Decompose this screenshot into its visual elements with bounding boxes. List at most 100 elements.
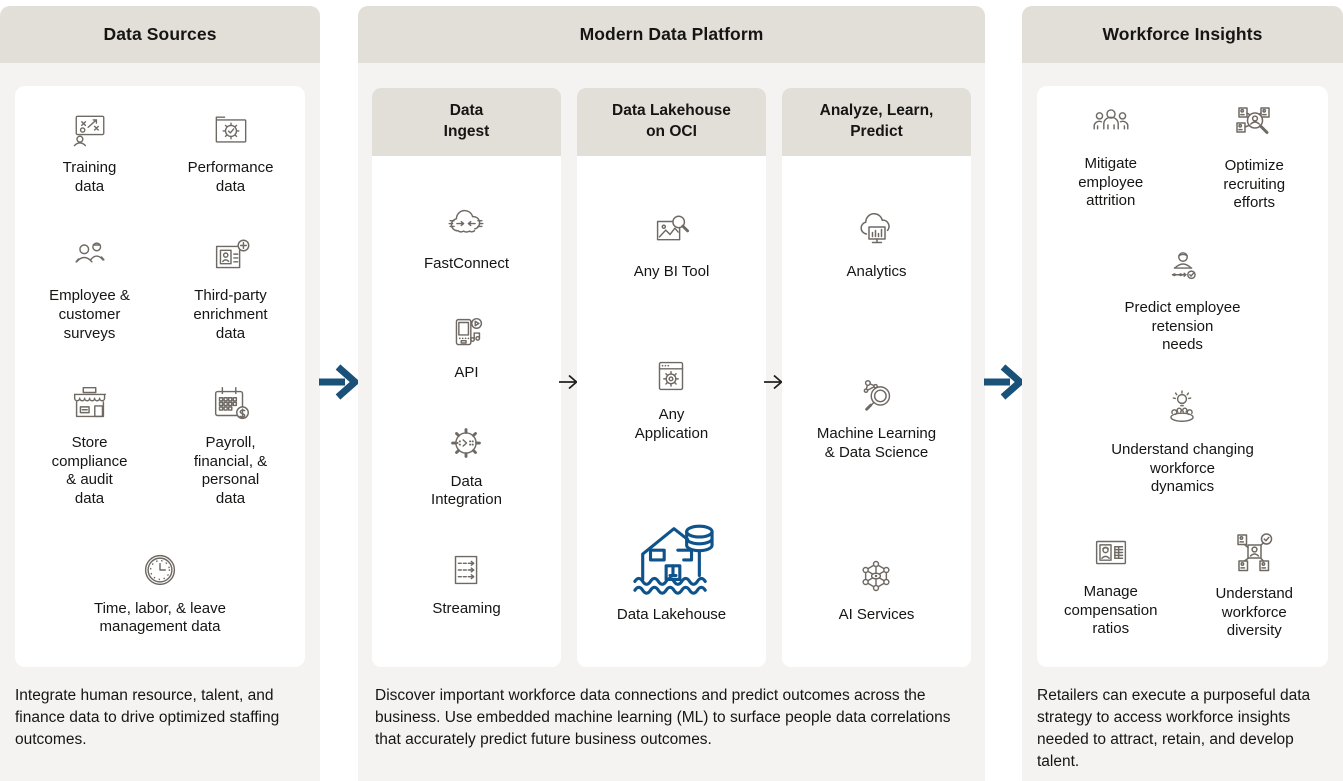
item-label: Understand changing workforce dynamics — [1111, 441, 1254, 496]
data-lakehouse-body: Any BI Tool Any Application — [577, 156, 766, 667]
data-ingest-subcolumn: Data Ingest FastConnect — [372, 88, 561, 667]
clock-icon — [144, 554, 176, 585]
workforce-insights-caption: Retailers can execute a purposeful data … — [1037, 687, 1311, 770]
item-compensation-ratios: Manage compensation ratios — [1039, 530, 1183, 639]
item-ai-services: AI Services — [838, 553, 915, 625]
workforce-insights-title: Workforce Insights — [1102, 24, 1263, 44]
item-workforce-diversity: Understand workforce diversity — [1183, 530, 1327, 641]
item-label: Any Application — [634, 406, 709, 442]
flow-arrow-right-icon — [984, 364, 1026, 400]
sub-arrow-right-icon — [559, 374, 578, 390]
data-lakehouse-subcolumn: Data Lakehouse on OCI Any BI Tool — [577, 88, 766, 667]
storefront-icon — [73, 387, 106, 418]
data-sources-row-2: Employee & customer surveys Third-party … — [19, 234, 301, 343]
workforce-insights-row-3: Understand changing workforce dynamics — [1039, 388, 1326, 497]
folder-badge-icon — [215, 116, 246, 143]
item-predict-retention: Predict employee retension needs — [1124, 246, 1241, 355]
workforce-insights-row-1: Mitigate employee attrition — [1039, 102, 1326, 213]
data-sources-card: Training data Performance data — [15, 86, 305, 667]
api-device-icon — [455, 317, 482, 346]
analyze-learn-predict-header: Analyze, Learn, Predict — [782, 88, 971, 156]
data-sources-column: Data Sources Training data — [0, 6, 320, 781]
item-time-labor-leave: Time, labor, & leave management data — [94, 547, 226, 637]
data-sources-header: Data Sources — [0, 6, 320, 63]
people-group-icon — [1093, 109, 1129, 130]
item-api: API — [444, 311, 490, 383]
flow-arrow-right-icon — [319, 364, 361, 400]
item-label: Training data — [62, 159, 117, 195]
modern-data-platform-title: Modern Data Platform — [579, 24, 764, 44]
data-sources-row-3: Store compliance & audit data Payroll, f… — [19, 381, 301, 508]
workforce-insights-row-4: Manage compensation ratios — [1039, 530, 1326, 641]
item-label: Mitigate employee attrition — [1078, 155, 1144, 210]
streaming-arrows-icon — [454, 556, 477, 585]
fastconnect-cloud-icon — [448, 209, 484, 233]
item-label: Predict employee retension needs — [1124, 299, 1241, 354]
lakehouse-house-db-icon — [632, 525, 714, 596]
people-pair-icon — [74, 242, 105, 263]
item-label: AI Services — [838, 606, 915, 624]
item-data-lakehouse: Data Lakehouse — [617, 515, 726, 625]
item-mitigate-attrition: Mitigate employee attrition — [1039, 102, 1183, 211]
item-data-integration: Data Integration — [431, 420, 502, 510]
diversity-network-icon — [1237, 533, 1273, 572]
item-performance-data: Performance data — [160, 108, 301, 196]
item-label: Time, labor, & leave management data — [93, 599, 226, 636]
modern-data-platform-column: Modern Data Platform Data Ingest FastCon… — [358, 6, 985, 781]
item-optimize-recruiting: Optimize recruiting efforts — [1183, 102, 1327, 213]
item-label: Store compliance & audit data — [51, 434, 128, 508]
data-lakehouse-header: Data Lakehouse on OCI — [577, 88, 766, 156]
item-third-party-enrichment: Third-party enrichment data — [160, 234, 301, 343]
data-sources-title: Data Sources — [103, 24, 217, 44]
application-window-gear-icon — [659, 362, 684, 391]
item-label: Payroll, financial, & personal data — [193, 434, 268, 508]
integration-gear-icon — [451, 428, 482, 458]
workforce-insights-header: Workforce Insights — [1022, 6, 1343, 63]
item-analytics: Analytics — [846, 208, 907, 282]
item-label: Manage compensation ratios — [1064, 583, 1158, 638]
item-store-compliance-audit: Store compliance & audit data — [19, 381, 160, 508]
item-label: Understand workforce diversity — [1215, 585, 1294, 640]
workforce-insights-row-2: Predict employee retension needs — [1039, 246, 1326, 355]
item-any-application: Any Application — [635, 353, 708, 443]
ml-magnifier-molecule-icon — [863, 380, 890, 412]
workforce-insights-card: Mitigate employee attrition — [1037, 86, 1328, 667]
strategy-board-icon — [73, 115, 104, 147]
lightbulb-table-icon — [1170, 390, 1195, 423]
item-employee-customer-surveys: Employee & customer surveys — [19, 234, 160, 343]
data-sources-caption: Integrate human resource, talent, and fi… — [15, 687, 280, 748]
analyze-learn-predict-subcolumn: Analyze, Learn, Predict Analytics — [782, 88, 971, 667]
item-label: Optimize recruiting efforts — [1223, 157, 1286, 212]
item-any-bi-tool: Any BI Tool — [634, 210, 709, 282]
item-label: Third-party enrichment data — [193, 287, 268, 342]
item-label: API — [454, 363, 479, 381]
item-label: Analytics — [846, 263, 907, 280]
item-workforce-dynamics: Understand changing workforce dynamics — [1111, 388, 1254, 497]
item-label: Data Lakehouse — [616, 606, 727, 624]
data-ingest-body: FastConnect API — [372, 156, 561, 667]
modern-data-platform-caption: Discover important workforce data connec… — [375, 687, 951, 748]
data-ingest-header: Data Ingest — [372, 88, 561, 156]
calendar-dollar-icon — [214, 387, 249, 420]
item-label: Employee & customer surveys — [49, 287, 130, 342]
compensation-card-icon — [1095, 540, 1126, 565]
bi-image-magnifier-icon — [657, 215, 690, 241]
item-machine-learning: Machine Learning & Data Science — [817, 372, 936, 462]
workforce-insights-column: Workforce Insights Mitig — [1022, 6, 1343, 781]
analyze-learn-predict-body: Analytics Machine Learning & Data Scienc… — [782, 156, 971, 667]
item-label: Performance data — [187, 159, 274, 195]
ai-network-eye-icon — [862, 561, 891, 592]
data-sources-row-1: Training data Performance data — [19, 108, 301, 196]
item-fastconnect: FastConnect — [424, 202, 509, 274]
item-label: Data Integration — [431, 472, 502, 509]
recruiting-magnifier-icon — [1236, 107, 1270, 134]
retention-timeline-icon — [1171, 252, 1196, 280]
sub-arrow-right-icon — [764, 374, 783, 390]
analytics-cloud-monitor-icon — [859, 212, 890, 244]
folder-id-plus-icon — [215, 239, 249, 269]
item-payroll-financial-personal: Payroll, financial, & personal data — [160, 381, 301, 508]
item-label: Streaming — [432, 600, 501, 618]
data-sources-row-4: Time, labor, & leave management data — [19, 547, 301, 637]
modern-data-platform-header: Modern Data Platform — [358, 6, 985, 63]
